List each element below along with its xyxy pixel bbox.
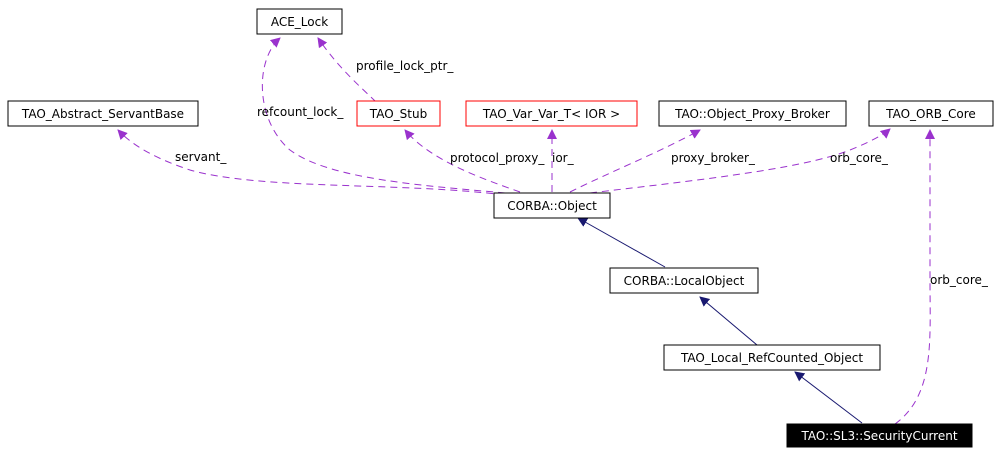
edge-labels: profile_lock_ptr_ refcount_lock_ servant… xyxy=(175,59,989,287)
edge-corba-object-to-orb-core xyxy=(589,128,891,194)
node-corba-object[interactable]: CORBA::Object xyxy=(493,192,611,219)
node-label: TAO_Var_Var_T< IOR > xyxy=(482,107,620,121)
edge-label-orb-core-object: orb_core_ xyxy=(830,151,889,165)
edge-label-ior: ior_ xyxy=(552,151,575,165)
node-abstract-servant-base[interactable]: TAO_Abstract_ServantBase xyxy=(7,100,199,127)
node-label: TAO::Object_Proxy_Broker xyxy=(674,107,830,121)
node-object-proxy-broker[interactable]: TAO::Object_Proxy_Broker xyxy=(658,100,847,127)
inheritance-edges xyxy=(577,217,863,424)
node-label: CORBA::LocalObject xyxy=(624,274,745,288)
edge-label-profile-lock-ptr: profile_lock_ptr_ xyxy=(356,59,454,73)
node-orb-core[interactable]: TAO_ORB_Core xyxy=(868,100,994,127)
node-security-current[interactable]: TAO::SL3::SecurityCurrent xyxy=(786,423,973,448)
node-label: TAO_Stub xyxy=(369,107,427,121)
node-local-object[interactable]: CORBA::LocalObject xyxy=(609,267,759,294)
edge-security-current-to-refcounted xyxy=(794,371,863,424)
node-label: TAO::SL3::SecurityCurrent xyxy=(800,429,957,443)
node-ace-lock[interactable]: ACE_Lock xyxy=(256,8,343,35)
edge-security-current-to-orb-core xyxy=(894,129,935,425)
edge-localobject-to-corba-object xyxy=(577,217,666,268)
edge-label-protocol-proxy: protocol_proxy_ xyxy=(450,151,545,165)
node-label: CORBA::Object xyxy=(507,199,597,213)
edge-label-refcount-lock: refcount_lock_ xyxy=(257,105,344,119)
edge-label-servant: servant_ xyxy=(175,150,227,164)
node-local-refcounted-object[interactable]: TAO_Local_RefCounted_Object xyxy=(663,344,881,371)
edge-label-proxy-broker: proxy_broker_ xyxy=(671,151,756,165)
node-label: TAO_Abstract_ServantBase xyxy=(21,107,184,121)
edge-refcounted-to-localobject xyxy=(699,296,758,346)
node-label: TAO_Local_RefCounted_Object xyxy=(680,351,863,365)
edge-corba-object-to-proxy-broker xyxy=(569,129,701,193)
usage-edges xyxy=(117,37,935,425)
node-label: ACE_Lock xyxy=(271,15,328,29)
node-var-var-t[interactable]: TAO_Var_Var_T< IOR > xyxy=(465,100,638,127)
edge-corba-object-to-servant-base xyxy=(117,129,506,196)
edge-label-orb-core-current: orb_core_ xyxy=(930,273,989,287)
edge-corba-object-to-tao-stub xyxy=(404,129,521,193)
node-label: TAO_ORB_Core xyxy=(885,107,976,121)
edge-corba-object-to-ace-lock xyxy=(261,37,506,194)
node-tao-stub[interactable]: TAO_Stub xyxy=(356,100,441,127)
edge-tao-stub-to-ace-lock xyxy=(317,37,377,103)
